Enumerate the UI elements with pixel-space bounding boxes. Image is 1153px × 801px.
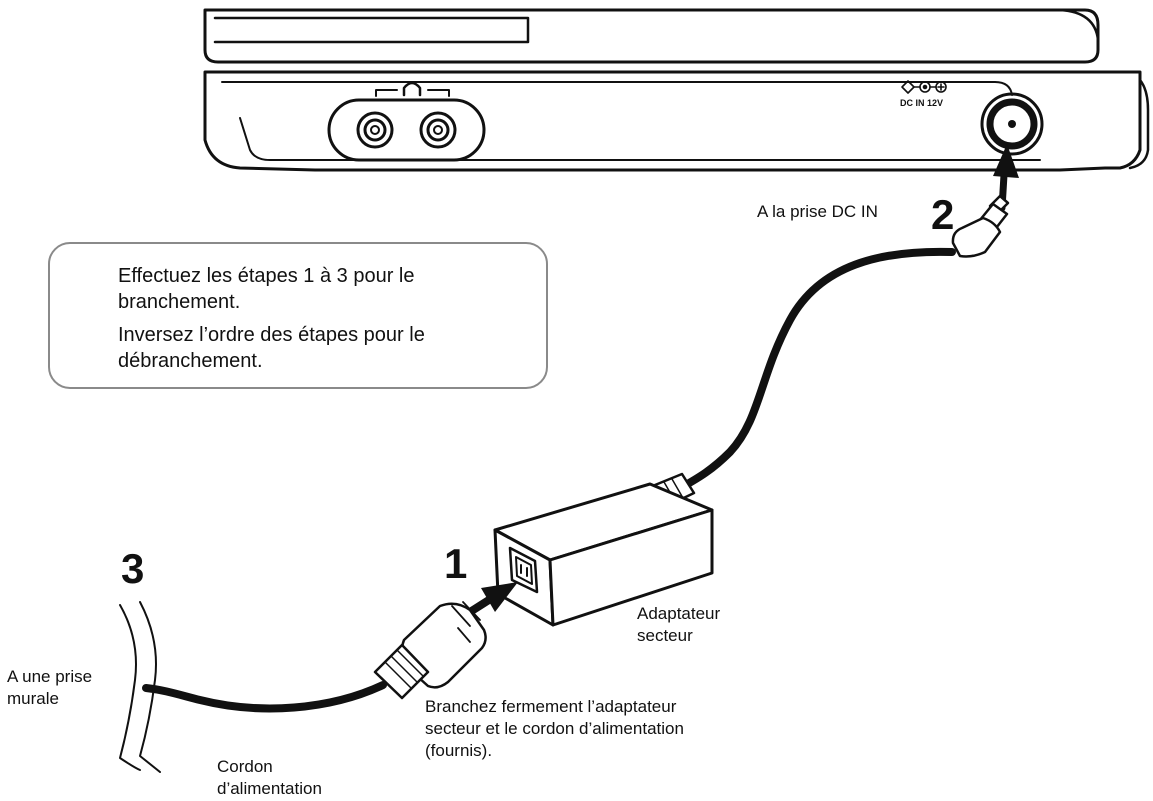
wall-outlet-label-line-2: murale bbox=[7, 689, 59, 708]
adapter-label-line-1: Adaptateur bbox=[637, 604, 721, 623]
power-cord-label-line-1: Cordon bbox=[217, 757, 273, 776]
power-cord bbox=[142, 681, 387, 713]
dc-cable bbox=[680, 247, 956, 490]
dc-in-marking: DC IN 12V bbox=[900, 98, 943, 108]
player-lid bbox=[203, 8, 1100, 64]
headphone-icon bbox=[402, 81, 422, 97]
instruction-line-2: secteur et le cordon d’alimentation bbox=[425, 719, 684, 738]
adapter-label-line-2: secteur bbox=[637, 626, 693, 645]
note-line-4: débranchement. bbox=[118, 350, 263, 372]
cord-break-marks bbox=[119, 601, 161, 773]
dc-in-target-label: A la prise DC IN bbox=[757, 202, 878, 221]
step-one-number: 1 bbox=[444, 540, 468, 587]
headphone-jack-panel bbox=[327, 89, 486, 162]
power-cord-plug bbox=[373, 601, 487, 700]
instruction-line-3: (fournis). bbox=[425, 741, 493, 760]
instruction-line-1: Branchez fermement l’adaptateur bbox=[425, 697, 677, 716]
wall-outlet-label-line-1: A une prise bbox=[7, 667, 93, 686]
step-three-number: 3 bbox=[121, 545, 145, 592]
note-line-2: branchement. bbox=[118, 291, 241, 313]
ac-adapter bbox=[493, 482, 714, 627]
dc-in-jack bbox=[980, 92, 1044, 156]
player-body bbox=[203, 70, 1150, 172]
note-line-3: Inversez l’ordre des étapes pour le bbox=[118, 324, 425, 346]
dc-plug bbox=[951, 194, 1010, 258]
instruction-note bbox=[48, 242, 548, 389]
adapter-inlet-arrow bbox=[466, 582, 518, 616]
power-cord-label-line-2: d’alimentation bbox=[217, 779, 322, 798]
step-two-number: 2 bbox=[931, 191, 955, 238]
note-line-1: Effectuez les étapes 1 à 3 pour le bbox=[118, 265, 415, 287]
polarity-symbol-icon bbox=[901, 80, 947, 94]
